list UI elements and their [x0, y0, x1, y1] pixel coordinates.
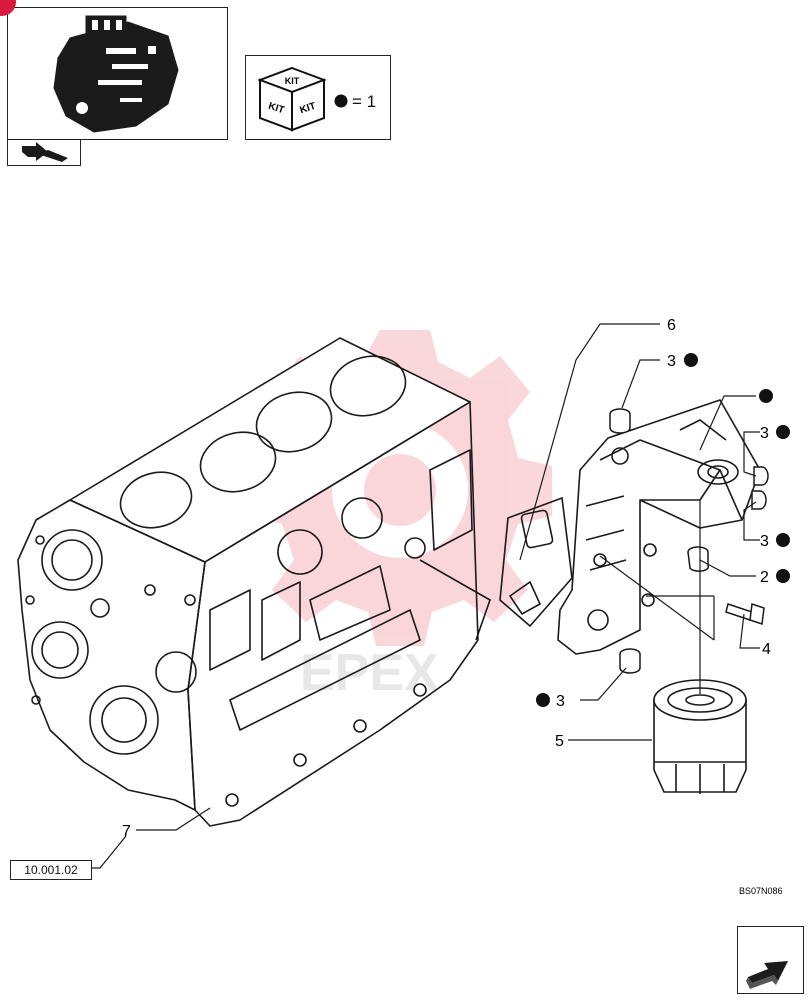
kit-cube-right-label: KIT: [298, 101, 317, 116]
navigate-back-arrow-icon: [22, 142, 68, 162]
fitting: [687, 546, 710, 572]
callout-3-top-number: 3: [667, 353, 676, 370]
kit-legend-value: = 1: [352, 92, 377, 111]
plug-top: [609, 408, 631, 434]
callout-3-bottom-number: 3: [556, 693, 565, 710]
reference-tag[interactable]: 10.001.02: [10, 860, 92, 880]
kit-legend-box: KIT KIT KIT = 1: [245, 55, 391, 140]
reference-tag-label: 10.001.02: [24, 863, 78, 877]
callout-3-right-lower-number: 3: [760, 533, 769, 550]
plug-bottom: [619, 648, 641, 674]
watermark-lettering: EPEX: [300, 644, 439, 702]
assembly-guide-lines: [599, 500, 715, 694]
engine-thumbnail-box[interactable]: [7, 7, 228, 140]
next-page-arrow-icon: [746, 961, 788, 989]
corner-badge: [0, 0, 16, 16]
engine-block: [17, 337, 491, 827]
kit-legend-dot: [334, 94, 348, 108]
callout-3-right-upper-kit-dot: [776, 425, 790, 439]
engine-thumbnail-icon: [53, 15, 179, 133]
back-navigation-tab[interactable]: [7, 140, 81, 166]
kit-cube-icon: KIT KIT KIT: [257, 66, 327, 132]
kit-cube-left-label: KIT: [267, 101, 286, 116]
filter-head-housing: [557, 399, 761, 655]
callout-2-number: 2: [760, 569, 769, 586]
next-page-button[interactable]: [737, 926, 804, 994]
callout-3-right-upper-number: 3: [760, 425, 769, 442]
callout-6-number: 6: [667, 317, 676, 334]
plug-right-lower: [751, 490, 767, 510]
bolt: [725, 602, 765, 626]
callout-3-top-kit-dot: [684, 353, 698, 367]
callout-3-right-lower-kit-dot: [776, 533, 790, 547]
callout-2-kit-dot: [776, 569, 790, 583]
oil-filter: [653, 679, 747, 794]
callout-housing-kit-dot: [759, 389, 773, 403]
callout-5-number: 5: [555, 733, 564, 750]
callout-4-number: 4: [762, 641, 771, 658]
leader-lines: [92, 323, 760, 869]
kit-cube-top-label: KIT: [285, 76, 300, 86]
drawing-code: BS07N086: [739, 886, 783, 896]
plug-right-upper: [753, 466, 769, 486]
callout-3-bottom-kit-dot: [536, 693, 550, 707]
callout-7-number: 7: [122, 823, 131, 840]
